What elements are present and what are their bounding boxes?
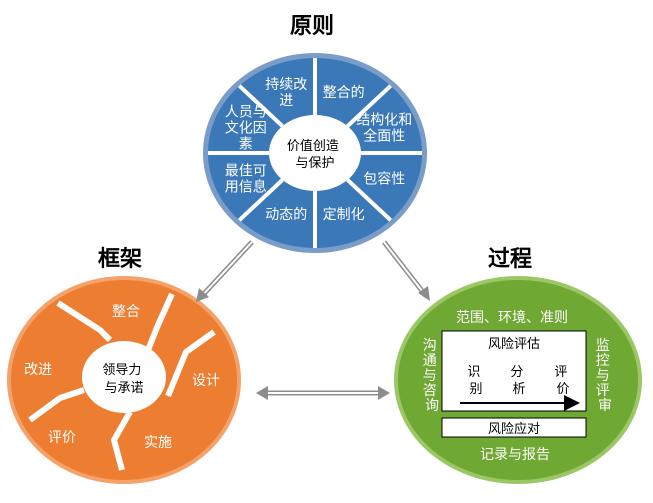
principle-item: 人员与文化因素 bbox=[225, 105, 267, 153]
process-scope-context-criteria: 范围、环境、准则 bbox=[456, 309, 568, 326]
process-title: 过程 bbox=[488, 247, 532, 272]
framework-item-implementation: 实施 bbox=[144, 435, 172, 451]
process-wheel: 范围、环境、准则 沟 通 与 咨 询 监 控 与 评 审 风险评估 识 别 分 … bbox=[394, 276, 642, 484]
principles-center bbox=[269, 115, 361, 191]
arrowhead-left bbox=[256, 386, 268, 400]
step-evaluation: 评 价 bbox=[554, 365, 571, 397]
framework-divider bbox=[111, 410, 133, 471]
principle-item: 动态的 bbox=[265, 207, 307, 223]
risk-treatment-label: 风险应对 bbox=[488, 421, 540, 437]
risk-assessment-box bbox=[441, 330, 587, 412]
framework-dividers bbox=[28, 292, 216, 471]
principles-spoke bbox=[346, 84, 393, 128]
principle-item: 包容性 bbox=[363, 170, 405, 187]
principles-spoke bbox=[237, 178, 284, 222]
step-analysis: 分 析 bbox=[510, 365, 527, 397]
arrow-principles-to-process-inner bbox=[383, 241, 427, 297]
framework-item-evaluation: 评价 bbox=[48, 430, 76, 446]
framework-title: 框架 bbox=[98, 246, 142, 272]
framework-item-design: 设计 bbox=[192, 373, 220, 389]
principles-title: 原则 bbox=[290, 14, 334, 39]
principle-item: 整合的 bbox=[323, 85, 365, 101]
process-recording-reporting: 记录与报告 bbox=[480, 447, 550, 463]
risk-assessment-title: 风险评估 bbox=[488, 337, 540, 352]
arrowhead-process bbox=[418, 286, 430, 301]
principle-item: 持续改进 bbox=[265, 76, 307, 109]
principle-item: 结构化和全面性 bbox=[356, 113, 412, 145]
framework-divider bbox=[145, 292, 175, 352]
step-identification: 识 别 bbox=[467, 365, 484, 397]
principles-spoke bbox=[237, 84, 284, 128]
framework-divider bbox=[56, 300, 113, 343]
risk-treatment-box bbox=[441, 417, 587, 438]
principle-item: 定制化 bbox=[323, 207, 365, 223]
process-communication-consultation: 沟 通 与 咨 询 bbox=[423, 338, 441, 414]
arrow-principles-to-framework-inner bbox=[199, 241, 253, 299]
framework-wheel: 领导力 与承诺 整合 设计 实施 评价 改进 bbox=[7, 276, 241, 484]
connectors bbox=[196, 240, 430, 400]
principles-spokes bbox=[208, 58, 422, 248]
framework-center-label: 领导力 与承诺 bbox=[102, 363, 145, 396]
principles-spoke bbox=[346, 178, 393, 222]
principle-item: 最佳可用信息 bbox=[225, 163, 267, 195]
arrowhead-right bbox=[378, 386, 390, 400]
principles-center-label: 价值创造 与保护 bbox=[287, 138, 343, 171]
arrowhead-framework bbox=[196, 288, 209, 302]
framework-item-improvement: 改进 bbox=[24, 362, 52, 378]
framework-divider bbox=[165, 329, 216, 398]
framework-divider bbox=[28, 387, 85, 423]
framework-item-integration: 整合 bbox=[112, 304, 140, 320]
process-monitoring-review: 监 控 与 评 审 bbox=[596, 338, 614, 414]
framework-center bbox=[82, 341, 166, 413]
